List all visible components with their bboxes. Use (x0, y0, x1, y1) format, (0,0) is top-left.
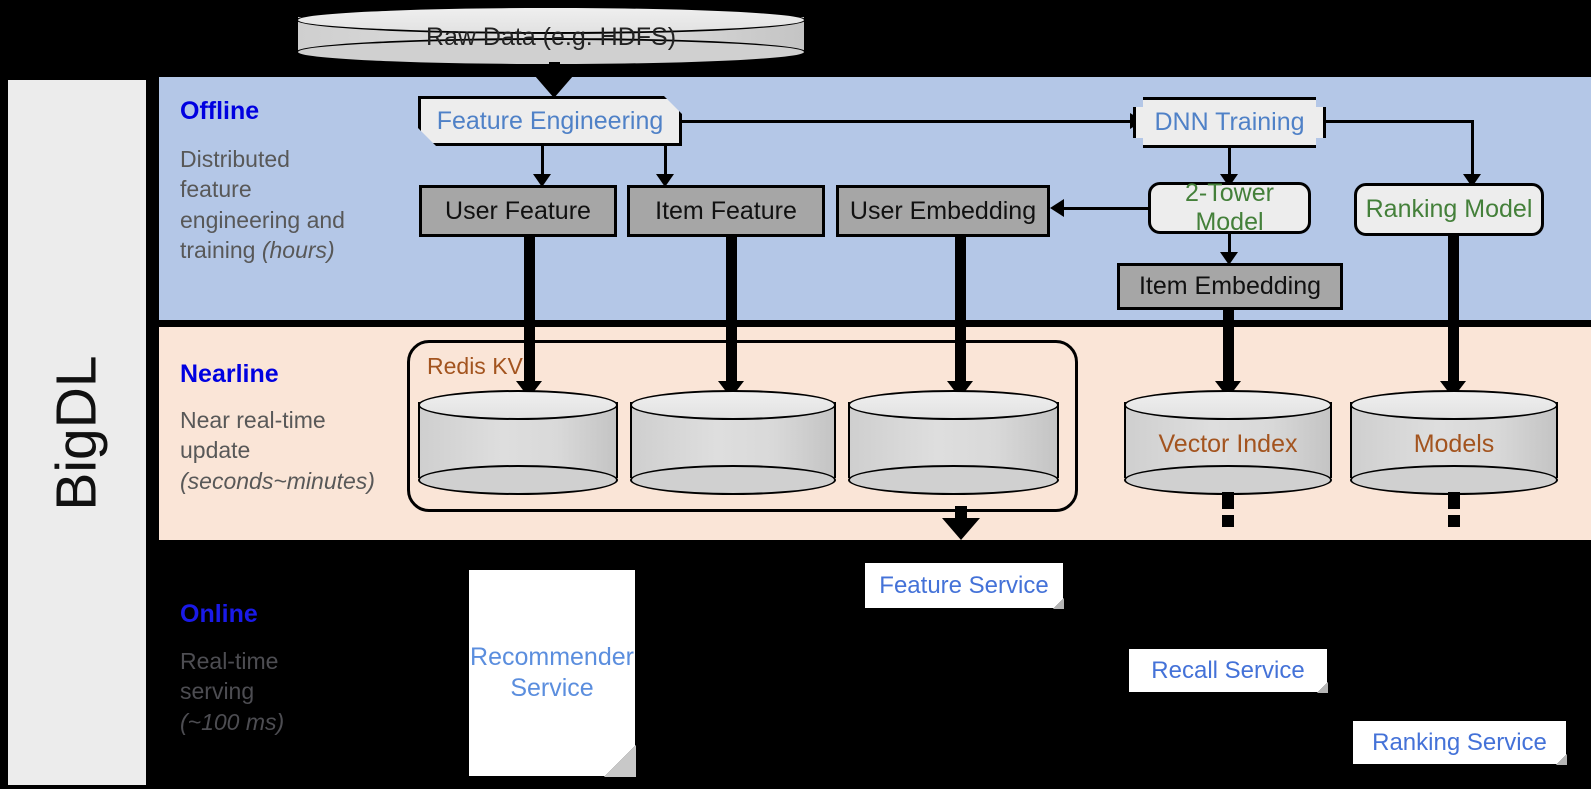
redis-store-cylinder-3[interactable] (848, 390, 1059, 495)
zone-title-nearline: Nearline (180, 360, 279, 388)
store1-top (418, 390, 618, 420)
item-feature-box[interactable]: Item Feature (627, 185, 825, 237)
redis-kv-container (407, 340, 1078, 512)
connector-rawdata-to-offline (549, 62, 560, 80)
raw-data-top (296, 6, 806, 34)
recommender-service-fold (604, 745, 636, 777)
zone-title-online: Online (180, 600, 258, 628)
user-embedding-label: User Embedding (849, 196, 1037, 225)
connector-fe-to-dnn (682, 120, 1134, 123)
arrowhead-twotower-to-userembedding (1050, 199, 1064, 217)
vector-index-label: Vector Index (1158, 430, 1298, 458)
pipe-itemfeature-to-store2 (726, 237, 737, 387)
pipe-userembedding-to-store3 (955, 237, 966, 387)
connector-fe-to-itemfeature (664, 146, 667, 178)
connector-twotower-to-userembedding (1064, 207, 1150, 210)
user-feature-box[interactable]: User Feature (419, 185, 617, 237)
stub-models-2 (1448, 515, 1460, 527)
ranking-service-label: Ranking Service (1372, 728, 1547, 756)
vector-index-cylinder[interactable]: Vector Index (1124, 390, 1332, 495)
models-cylinder[interactable]: Models (1350, 390, 1558, 495)
raw-data-label: Raw Data (e.g. HDFS) (425, 23, 677, 51)
dnn-training-box[interactable]: DNN Training (1133, 97, 1326, 148)
vectorindex-bottom (1124, 465, 1332, 495)
arrowhead-rawdata (535, 76, 573, 98)
arrowhead-fe-to-itemfeature (656, 174, 674, 187)
feature-service-box[interactable]: Feature Service (864, 562, 1064, 609)
item-embedding-label: Item Embedding (1138, 272, 1322, 300)
redis-kv-label: Redis KV (427, 353, 523, 379)
store2-bottom (630, 465, 836, 495)
stub-redis-to-featureservice (955, 506, 967, 520)
feature-service-fold (1053, 598, 1064, 609)
models-top (1350, 390, 1558, 420)
store3-top (848, 390, 1059, 420)
arrowhead-fe-to-userfeature (533, 174, 551, 187)
connector-twotower-to-itemembedding (1228, 234, 1231, 258)
vectorindex-top (1124, 390, 1332, 420)
pipe-itemembedding-to-vectorindex (1223, 310, 1234, 387)
store2-top (630, 390, 836, 420)
connector-dnn-to-ranking-v (1471, 120, 1474, 178)
ranking-model-label: Ranking Model (1365, 195, 1533, 223)
item-feature-label: Item Feature (655, 196, 797, 225)
redis-store-cylinder-1[interactable] (418, 390, 618, 495)
two-tower-model-label: 2-Tower Model (1185, 179, 1274, 236)
feature-engineering-box[interactable]: Feature Engineering (418, 96, 682, 146)
connector-dnn-to-twotower (1228, 148, 1231, 178)
recall-service-label: Recall Service (1151, 656, 1305, 684)
stub-vectorindex-2 (1222, 515, 1234, 527)
two-tower-model-box[interactable]: 2-Tower Model (1148, 179, 1311, 236)
pipe-userfeature-to-store1 (524, 237, 535, 387)
stub-vectorindex-1 (1222, 492, 1234, 509)
pipe-rankingmodel-to-models (1448, 236, 1459, 387)
ranking-model-box[interactable]: Ranking Model (1354, 183, 1544, 236)
feature-engineering-label: Feature Engineering (436, 106, 664, 135)
recommender-service-line1: Recommender (470, 642, 634, 671)
item-embedding-box[interactable]: Item Embedding (1117, 263, 1343, 310)
recall-service-box[interactable]: Recall Service (1128, 648, 1328, 693)
arrowhead-redis-to-featureservice (942, 518, 980, 540)
connector-dnn-to-ranking-h (1326, 120, 1474, 123)
bigdl-sidebar: BigDL (6, 78, 148, 787)
recommender-service-box[interactable]: Recommender Service (468, 569, 636, 777)
feature-service-label: Feature Service (879, 571, 1049, 599)
ranking-service-box[interactable]: Ranking Service (1352, 720, 1567, 765)
recall-service-fold (1317, 682, 1328, 693)
raw-data-cylinder: Raw Data (e.g. HDFS) (296, 6, 806, 66)
redis-store-cylinder-2[interactable] (630, 390, 836, 495)
dnn-training-label: DNN Training (1154, 108, 1305, 136)
bigdl-label: BigDL (45, 354, 109, 511)
arrowhead-twotower-to-itemembedding (1220, 252, 1238, 265)
connector-fe-to-userfeature (541, 146, 544, 178)
store3-bottom (848, 465, 1059, 495)
user-embedding-box[interactable]: User Embedding (836, 185, 1050, 237)
store1-bottom (418, 465, 618, 495)
zone-title-offline: Offline (180, 97, 260, 125)
recommender-service-line2: Service (510, 674, 594, 702)
stub-models-1 (1448, 492, 1460, 509)
models-bottom (1350, 465, 1558, 495)
models-label: Models (1413, 430, 1495, 458)
ranking-service-fold (1556, 754, 1567, 765)
user-feature-label: User Feature (445, 196, 591, 225)
